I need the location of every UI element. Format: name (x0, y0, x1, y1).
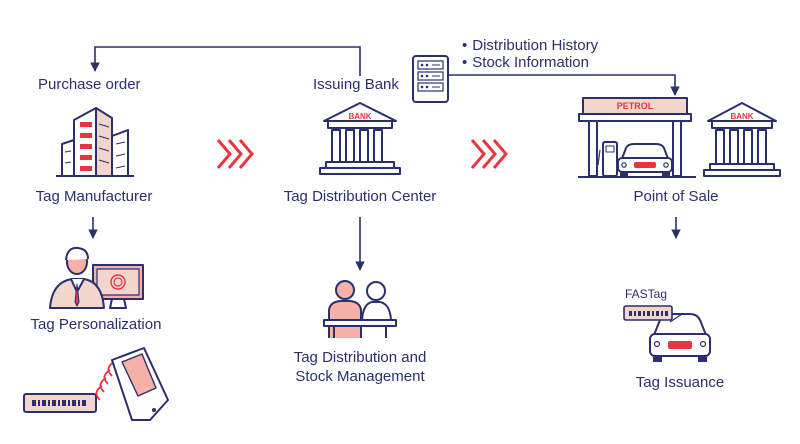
fastag-sticker-icon (623, 305, 673, 321)
petrol-sign-text: PETROL (617, 101, 654, 111)
server-to-pos-arrow (448, 74, 680, 96)
tag-issuance-label: Tag Issuance (635, 374, 725, 391)
tag-distribution-stock-label-line1: Tag Distribution and (293, 349, 427, 366)
flow-chevrons-left (216, 139, 254, 169)
fastag-car-icon (649, 313, 711, 362)
purchase-order-label: Purchase order (38, 76, 141, 93)
tag-reader-icon (23, 347, 169, 421)
tag-personalization-label: Tag Personalization (30, 316, 162, 333)
info-bullet-list: Distribution History Stock Information (462, 37, 598, 71)
server-rack-icon (412, 55, 449, 103)
bank-sign-text: BANK (348, 112, 371, 121)
person-at-computer-icon (49, 246, 144, 309)
bank-building-icon (319, 102, 401, 175)
pos-bank-building-icon (703, 102, 781, 177)
factory-building-icon (56, 107, 134, 177)
connector-lines (88, 46, 681, 271)
info-bullet-distribution-history: Distribution History (462, 37, 598, 54)
fastag-label: FASTag (625, 287, 668, 301)
tag-manufacturer-label: Tag Manufacturer (35, 188, 153, 205)
tag-distribution-center-label: Tag Distribution Center (283, 188, 437, 205)
flow-chevrons-right (470, 139, 508, 169)
point-of-sale-label: Point of Sale (633, 188, 719, 205)
issuing-to-purchase-arrow (90, 46, 361, 76)
tag-distribution-stock-label-line2: Stock Management (295, 368, 425, 385)
info-bullet-stock-information: Stock Information (462, 54, 598, 71)
pos-bank-sign-text: BANK (730, 112, 753, 121)
petrol-station-icon (578, 97, 696, 178)
issuing-bank-label: Issuing Bank (313, 76, 399, 93)
two-people-icon (323, 280, 397, 338)
